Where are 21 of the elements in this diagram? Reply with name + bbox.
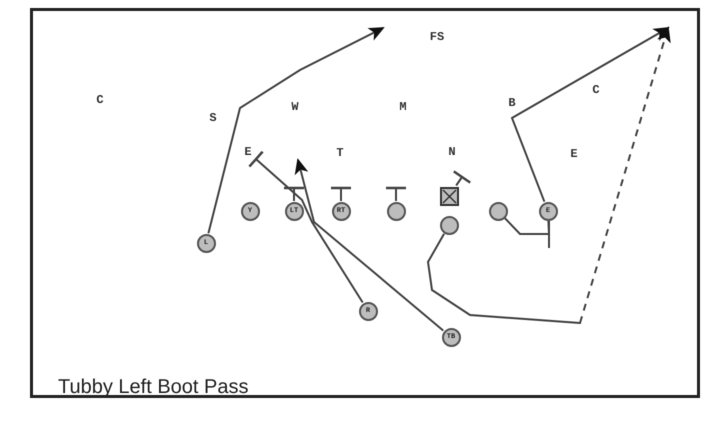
defender-label: E: [241, 145, 255, 159]
defender-label: N: [445, 145, 459, 159]
defender-label: T: [333, 146, 347, 160]
defender-label: M: [396, 100, 410, 114]
play-caption: Tubby Left Boot Pass: [58, 375, 248, 400]
defender-label: FS: [426, 30, 448, 44]
defender-label: E: [567, 147, 581, 161]
defender-label: C: [589, 83, 603, 97]
defender-label: W: [288, 100, 302, 114]
block-line: [248, 150, 364, 304]
block-line: [282, 186, 306, 201]
block-line: [452, 170, 472, 186]
defender-label: S: [206, 111, 220, 125]
block-line: [330, 186, 352, 201]
block-line: [384, 186, 408, 201]
route-arrow: [294, 158, 444, 332]
defender-label: C: [93, 93, 107, 107]
defender-label: B: [505, 96, 519, 110]
route-arrow: [207, 27, 385, 234]
route-arrow: [426, 26, 671, 324]
route-arrow: [510, 27, 670, 202]
